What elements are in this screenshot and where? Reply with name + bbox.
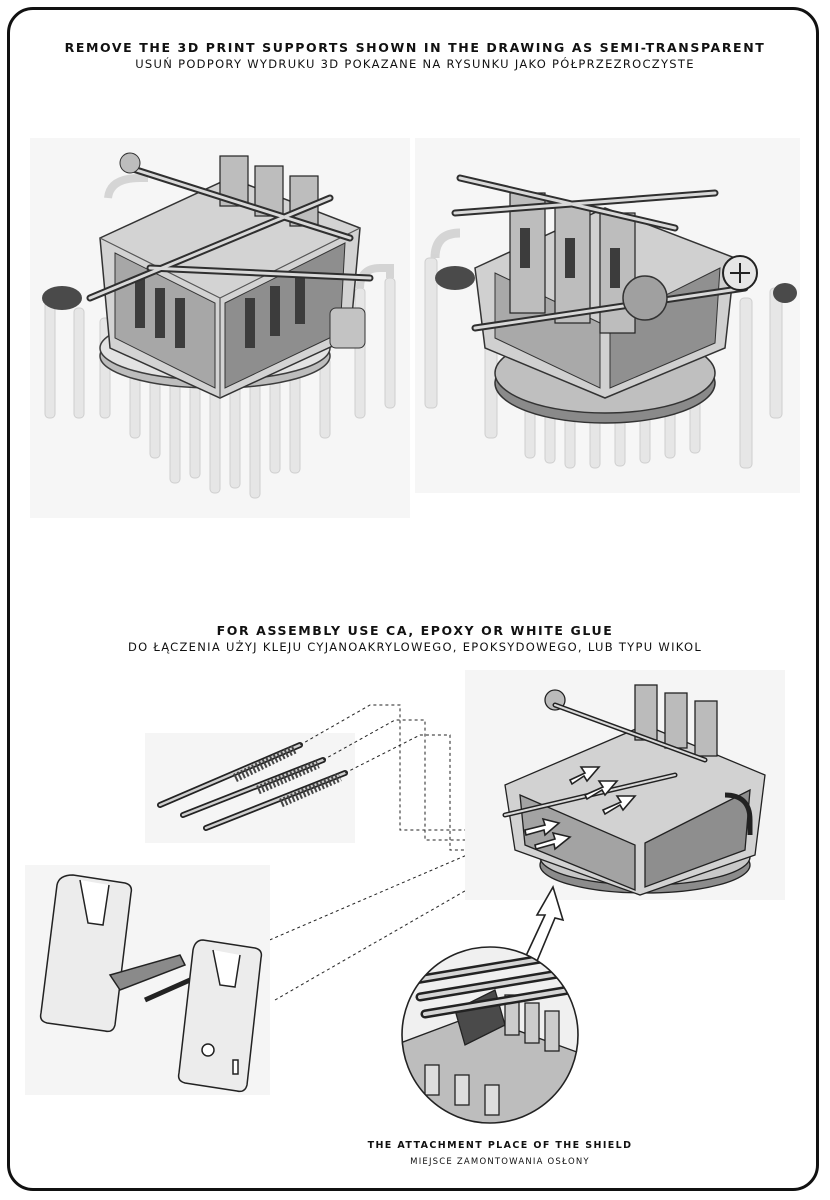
barrels-part xyxy=(157,742,348,831)
section2-title-en: FOR ASSEMBLY USE CA, EPOXY OR WHITE GLUE xyxy=(216,623,614,638)
section1-title-en: REMOVE THE 3D PRINT SUPPORTS SHOWN IN TH… xyxy=(64,40,766,55)
detail-caption-pl: MIEJSCE ZAMONTOWANIA OSŁONY xyxy=(410,1157,590,1167)
gun-with-supports-left xyxy=(30,138,410,518)
detail-pointer-arrow xyxy=(523,884,565,962)
detail-caption-en: THE ATTACHMENT PLACE OF THE SHIELD xyxy=(367,1140,633,1151)
assembled-gun xyxy=(504,684,766,896)
shield-part xyxy=(39,874,263,1093)
shield-detail-view xyxy=(402,947,578,1123)
page-border xyxy=(7,7,819,1191)
assembly-diagram xyxy=(25,670,785,1124)
gun-with-supports-right xyxy=(415,138,800,493)
section2-title-pl: DO ŁĄCZENIA UŻYJ KLEJU CYJANOAKRYLOWEGO,… xyxy=(127,640,703,654)
section1-title-pl: USUŃ PODPORY WYDRUKU 3D POKAZANE NA RYSU… xyxy=(135,57,695,71)
